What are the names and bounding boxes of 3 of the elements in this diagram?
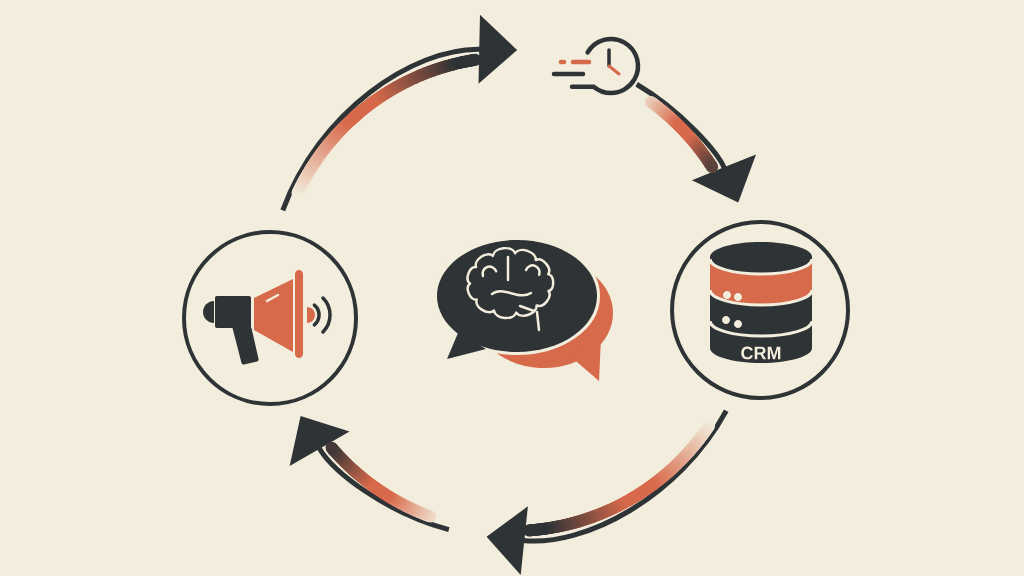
clock-icon xyxy=(551,36,641,96)
circle-frame xyxy=(670,220,850,400)
database-cylinder: CRM xyxy=(708,242,814,363)
